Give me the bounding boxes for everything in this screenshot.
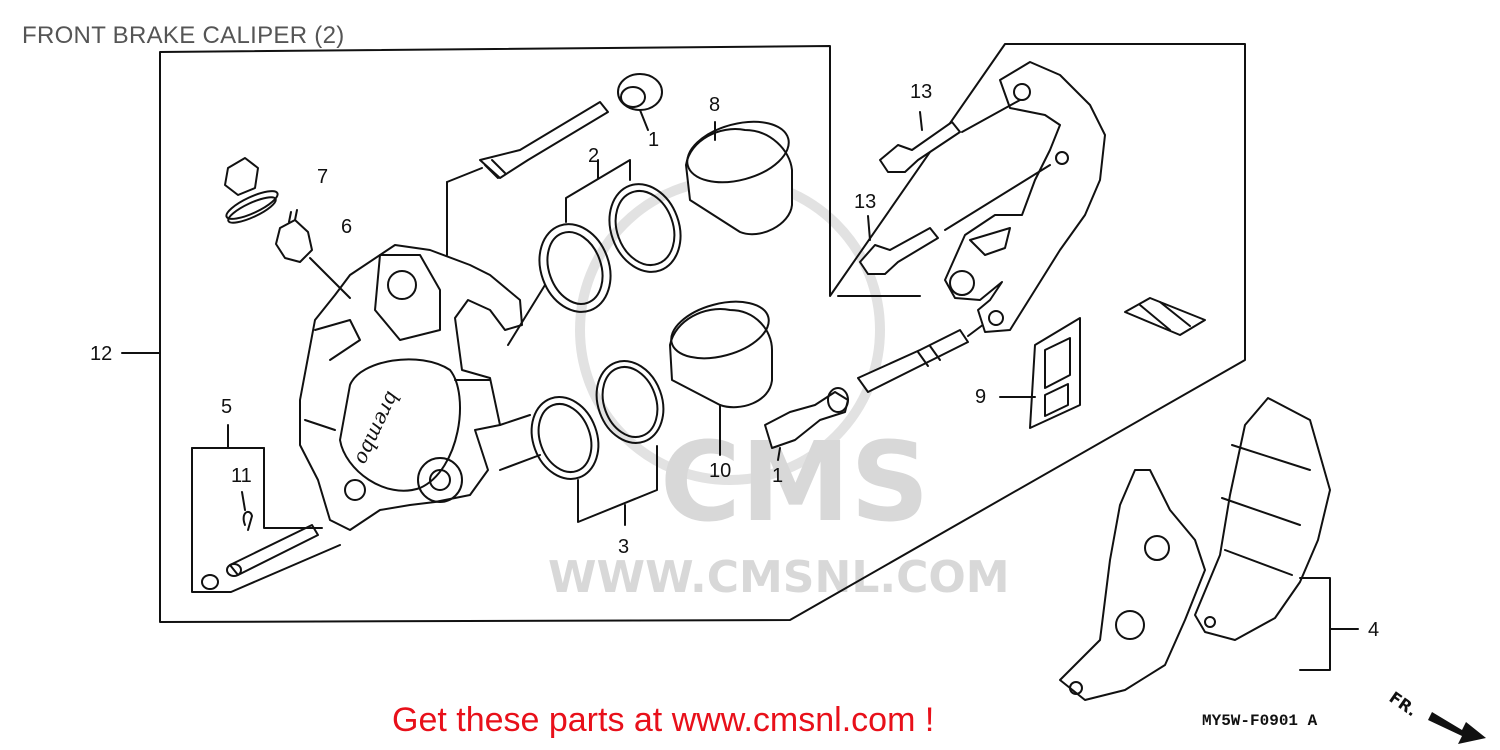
shop-parts-link[interactable]: Get these parts at www.cmsnl.com ! xyxy=(392,701,935,739)
callout-6: 6 xyxy=(341,216,352,238)
piston-lower xyxy=(669,300,773,456)
seal-set-upper xyxy=(507,159,682,346)
callout-13-upper: 13 xyxy=(910,81,932,103)
pad-retainer-clip xyxy=(1124,297,1206,336)
piston-upper xyxy=(685,120,793,236)
callout-3: 3 xyxy=(618,536,629,558)
front-direction-marker: FR. xyxy=(1386,688,1486,744)
slide-pin-upper xyxy=(446,101,609,256)
pin-boot-lower xyxy=(764,387,849,461)
caliper-body: brembo xyxy=(299,244,523,531)
bolt-lower xyxy=(859,215,939,275)
bleeder-valve xyxy=(275,209,351,299)
assembly-outline-12 xyxy=(159,43,1246,623)
page-title: FRONT BRAKE CALIPER (2) xyxy=(22,22,345,49)
callout-12: 12 xyxy=(90,343,112,365)
pad-spring xyxy=(999,317,1081,429)
pin-boot-upper xyxy=(617,73,663,131)
watermark-url: WWW.CMSNL.COM xyxy=(548,552,1010,603)
callout-13-lower: 13 xyxy=(854,191,876,213)
bleeder-cap xyxy=(224,157,279,224)
caliper-bracket xyxy=(944,61,1106,333)
callout-7: 7 xyxy=(317,166,328,188)
callout-2: 2 xyxy=(588,145,599,167)
callout-10: 10 xyxy=(709,460,731,482)
callout-1-upper: 1 xyxy=(648,129,659,151)
bolt-upper xyxy=(879,111,961,173)
callout-labels: 1 1 2 3 4 5 6 7 8 9 10 11 12 13 13 xyxy=(90,81,1379,641)
pad-pin-set xyxy=(191,424,341,593)
seal-set-lower xyxy=(499,360,665,526)
callout-4: 4 xyxy=(1368,619,1379,641)
brake-pad-inner xyxy=(1194,397,1359,671)
callout-8: 8 xyxy=(709,94,720,116)
front-direction-label: FR. xyxy=(1386,688,1421,721)
callout-11: 11 xyxy=(231,465,252,487)
brake-pad-outer xyxy=(1059,469,1206,701)
callout-9: 9 xyxy=(975,386,986,408)
diagram-code: MY5W-F0901 A xyxy=(1202,712,1318,730)
callout-1-lower: 1 xyxy=(772,465,783,487)
callout-5: 5 xyxy=(221,396,232,418)
